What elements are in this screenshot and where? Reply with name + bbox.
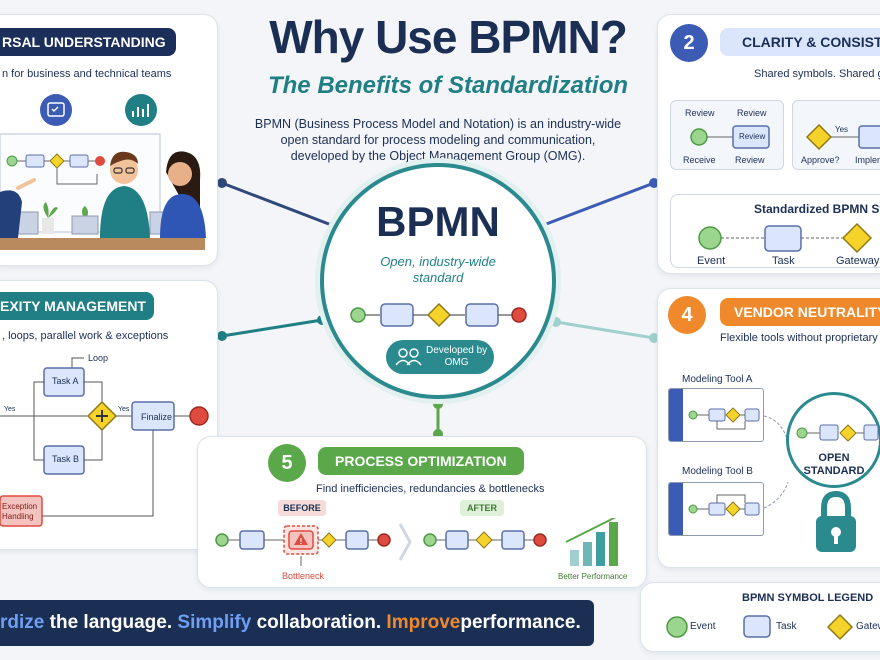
people-icon [395,348,422,366]
std-label-gateway: Gateway [836,255,880,267]
footer-word-improve: Improve [386,612,461,633]
card4-number: 4 [668,296,706,334]
svg-text:!: ! [300,537,303,546]
legend-event: Event [690,621,716,632]
card3-heading: EXITY MANAGEMENT [0,292,154,320]
clarity-mini-diagram-1: Review Review Review Receive Review [670,100,784,170]
omg-badge: Developed by OMG [386,340,494,374]
task-b-label: Task B [52,454,80,464]
card2-heading: CLARITY & CONSIST [720,28,880,56]
legend-task: Task [776,621,797,632]
bottleneck-label: Bottleneck [282,571,325,581]
card1-heading: RSAL UNDERSTANDING [0,28,176,56]
complexity-diagram [0,357,209,527]
task-a-label: Task A [52,376,79,386]
card4-subtitle: Flexible tools without proprietary lo [720,332,880,344]
before-badge: BEFORE [278,500,326,516]
exception-handling-label: Exception Handling [2,502,38,521]
lock-icon [816,490,856,552]
page-subtitle: The Benefits of Standardization [267,72,629,99]
card2-number: 2 [670,24,708,62]
clarity-mini-diagram-2: Yes Approve? Implen [792,100,880,170]
footer-word-standardize: rdize [0,612,45,633]
better-performance-label: Better Performance [558,572,628,581]
card5-number: 5 [268,444,306,482]
hub-flow-diagram [350,302,527,328]
tool-a-window [668,388,764,442]
card1-subtitle: n for business and technical teams [2,68,172,80]
team-illustration [0,94,206,250]
legend-symbols [666,613,854,641]
legend-heading: BPMN SYMBOL LEGEND [742,592,874,604]
page-title: Why Use BPMN? [269,11,628,63]
footer-word-simplify: Simplify [177,612,252,633]
footer-banner: rdize the language. Simplify collaborati… [0,600,594,646]
hub-tagline: Open, industry-wide standard [380,254,496,285]
card5-heading: PROCESS OPTIMIZATION [318,447,524,475]
yes-label-1: Yes [4,406,16,413]
legend-gateway: Gatew [856,621,880,632]
card5-subtitle: Find inefficiencies, redundancies & bott… [316,483,545,495]
std-label-task: Task [772,255,795,267]
std-label-event: Event [697,255,726,267]
intro-text: BPMN (Business Process Model and Notatio… [254,117,622,163]
loop-label: Loop [88,353,109,363]
finalize-label: Finalize [141,412,173,422]
optimization-diagram: ! [215,518,618,566]
yes-label-2: Yes [118,406,130,413]
open-standard-label: OPEN STANDARD [803,452,865,477]
hub-title: BPMN [376,198,500,245]
after-badge: AFTER [460,500,504,516]
tool-connectors [764,415,789,509]
card3-subtitle: , loops, parallel work & exceptions [2,330,169,342]
tool-b-label: Modeling Tool B [682,466,753,477]
tool-a-label: Modeling Tool A [682,374,753,385]
tool-b-window [668,482,764,536]
card4-heading: VENDOR NEUTRALITY [720,298,880,326]
std-symbols-diagram [698,222,873,254]
card2-subtitle: Shared symbols. Shared g [754,68,880,80]
std-symbols-heading: Standardized BPMN Sym [754,202,880,216]
